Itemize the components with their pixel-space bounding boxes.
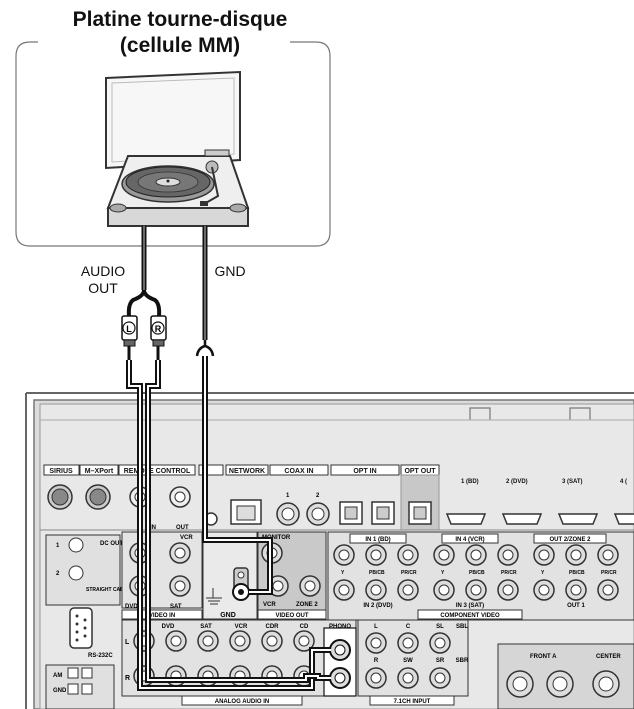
remote-in-label: IN [150,525,156,531]
analog-vcr-label: VCR [235,624,248,630]
in1-bd-label: IN 1 (BD) [365,537,390,543]
label-sirius: SIRIUS [49,468,73,475]
in4-vcr-label: IN 4 (VCR) [455,537,484,543]
label-mxport: M–XPort [85,468,114,475]
ch71-c-label: C [406,624,411,630]
video-sat-label: SAT [170,604,182,610]
hdmi-3-label: 3 (SAT) [562,479,583,485]
am-label: AM [53,673,62,679]
turntable-icon [105,70,250,227]
rca-plug-left: L [121,315,138,360]
analog-phono-label: PHONO [329,624,351,630]
audio-out-label-line1: AUDIO [80,263,126,279]
gnd-ant-label: GND [53,688,67,694]
straight-cable-label: STRAIGHT CABLE [86,587,131,593]
ch71-sbl-label: SBL [456,624,468,630]
video-out-label: VIDEO OUT [275,613,308,619]
dc-out-1-label: 1 [56,543,60,549]
ch71-sbr-label: SBR [456,658,469,664]
comp-y-2: Y [441,570,445,576]
label-opt-in: OPT IN [353,468,376,475]
analog-cd-label: CD [300,624,309,630]
analog-audio-in-label: ANALOG AUDIO IN [215,699,269,705]
out2-zone2-label: OUT 2/ZONE 2 [549,537,591,543]
analog-row-l: L [125,639,130,646]
audio-out-label-line2: OUT [88,280,118,296]
monitor-label: MONITOR [262,535,291,541]
center-label: CENTER [596,654,621,660]
ch71-sw-label: SW [403,658,413,664]
rca-plug-right: R [150,315,167,360]
ch71-input-label: 7.1CH INPUT [394,699,431,705]
turntable-title-line2: (cellule MM) [119,34,241,57]
label-network: NETWORK [229,468,265,475]
comp-y-1: Y [341,570,345,576]
coax-2-label: 2 [316,493,320,499]
front-a-label: FRONT A [530,654,557,660]
phono-cable-route [126,360,331,691]
coax-1-label: 1 [286,493,290,499]
rs232c-label: RS-232C [88,653,113,659]
left-plug-label: L [126,324,132,334]
right-plug-label: R [155,324,162,334]
video-vcr-label: VCR [180,535,193,541]
in3-sat-label: IN 3 (SAT) [456,603,484,609]
in2-dvd-label: IN 2 (DVD) [363,603,392,609]
component-jack-grid [333,544,619,601]
comp-pb-1: PB/CB [369,570,385,576]
ch71-l-label: L [374,624,378,630]
comp-pb-3: PB/CB [569,570,585,576]
comp-y-3: Y [541,570,545,576]
ch71-sr-label: SR [436,658,445,664]
video-out-vcr-label: VCR [263,602,276,608]
out1-label: OUT 1 [567,603,585,609]
video-in-label: VIDEO IN [149,613,175,619]
dc-out-label: DC OUT [100,541,123,547]
comp-pb-2: PB/CB [469,570,485,576]
component-video-label: COMPONENT VIDEO [440,613,500,619]
turntable-frame [15,41,331,247]
gnd-cable-label: GND [214,263,246,279]
dc-out-2-label: 2 [56,571,60,577]
comp-pr-2: PR/CR [501,570,517,576]
label-remote-control: REMOTE CONTROL [124,468,191,475]
analog-row-r: R [125,675,130,682]
label-coax-in: COAX IN [284,468,313,475]
turntable-title-line1: Platine tourne-disque [72,8,288,31]
analog-cdr-label: CDR [266,624,280,630]
ch71-sl-label: SL [436,624,444,630]
gnd-cable-route [202,356,273,595]
analog-sat-label: SAT [200,624,212,630]
video-dvd-label: DVD [125,604,138,610]
receiver-rear-panel: SIRIUS M–XPort REMOTE CONTROL NETWORK CO… [25,392,634,709]
label-opt-out: OPT OUT [404,468,436,475]
gnd-spade-lug [195,340,215,357]
hdmi-1-label: 1 (BD) [461,479,479,485]
remote-out-label: OUT [176,525,189,531]
video-out-zone2-label: ZONE 2 [296,602,318,608]
hdmi-2-label: 2 (DVD) [506,479,528,485]
panel-gnd-label: GND [220,612,236,619]
audio-cable [126,226,162,317]
comp-pr-3: PR/CR [601,570,617,576]
comp-pr-1: PR/CR [401,570,417,576]
hdmi-4-label: 4 ( [620,479,627,485]
analog-dvd-label: DVD [162,624,175,630]
ch71-r-label: R [374,658,379,664]
